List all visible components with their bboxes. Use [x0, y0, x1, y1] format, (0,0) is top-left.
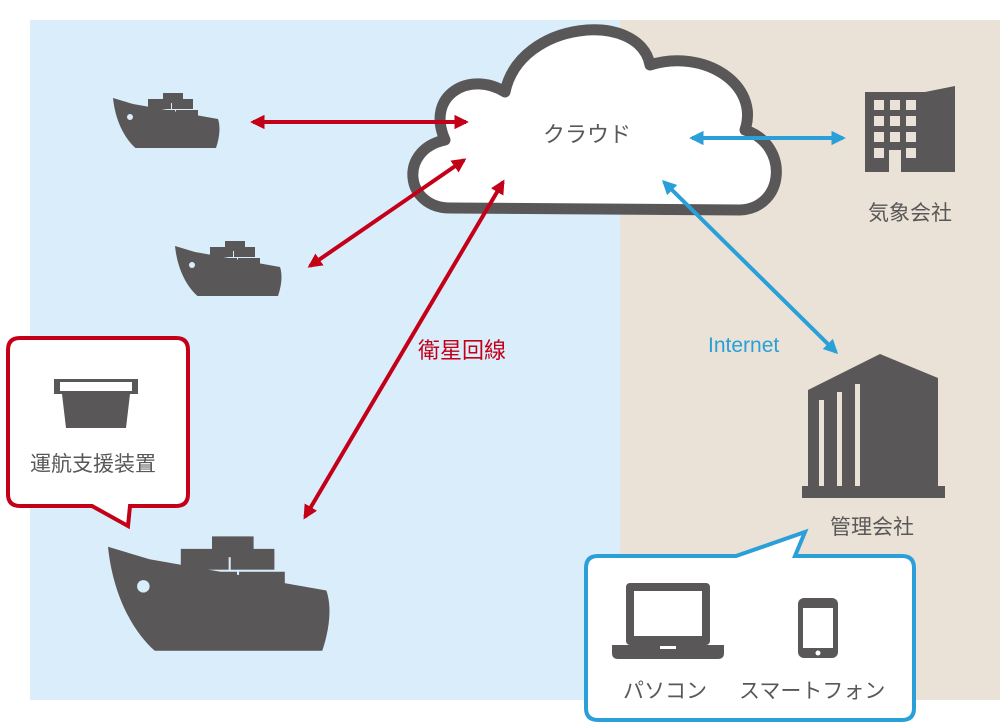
laptop-icon: [612, 583, 724, 659]
weather-company-label: 気象会社: [868, 201, 952, 225]
support-device-callout: [6, 336, 190, 530]
internet-link-management: [661, 179, 839, 355]
device-icon: [54, 379, 138, 428]
management-company-label: 管理会社: [830, 515, 914, 539]
support-device-label: 運航支援装置: [30, 452, 156, 476]
office-building-icon: [865, 86, 955, 172]
internet-link-label: Internet: [708, 334, 780, 357]
devices-callout: [584, 528, 916, 722]
ship-icon: [175, 241, 282, 296]
satellite-link-ship3: [303, 179, 505, 520]
cloud-label: クラウド: [543, 123, 632, 148]
ship-icon: [108, 536, 330, 651]
satellite-link-label: 衛星回線: [418, 339, 507, 364]
smartphone-icon: [798, 598, 838, 658]
ship-icon: [113, 93, 220, 148]
smartphone-label: スマートフォン: [739, 679, 886, 703]
satellite-link-ship2: [307, 158, 467, 268]
pc-label: パソコン: [623, 679, 707, 703]
company-building-icon: [802, 354, 945, 498]
